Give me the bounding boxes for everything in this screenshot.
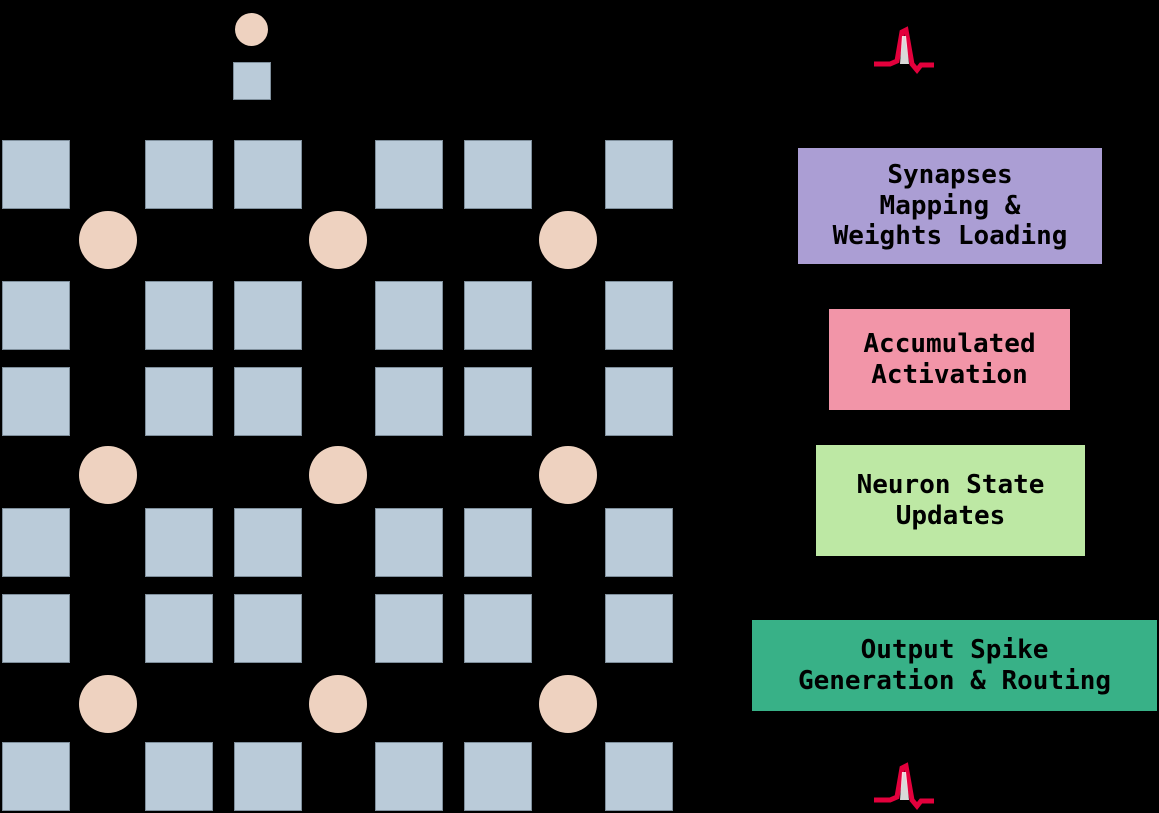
synapse-cell (234, 508, 302, 577)
synapse-cell (145, 367, 213, 436)
stage-box-neuron-state-updates[interactable]: Neuron State Updates (814, 443, 1087, 558)
synapse-cell (234, 140, 302, 209)
neuron-node (79, 211, 137, 269)
synapse-cell (605, 742, 673, 811)
synapse-cell (464, 508, 532, 577)
neuron-node (539, 446, 597, 504)
synapse-cell (375, 594, 443, 663)
synapse-cell (2, 594, 70, 663)
synapse-cell (234, 281, 302, 350)
synapse-cell (2, 281, 70, 350)
neuron-node (79, 446, 137, 504)
synapse-cell (234, 742, 302, 811)
synapse-cell (234, 594, 302, 663)
synapse-cell (145, 140, 213, 209)
head-neuron-circle (234, 12, 268, 46)
synapse-cell (375, 508, 443, 577)
synapse-cell (2, 508, 70, 577)
neuron-node (79, 675, 137, 733)
synapse-cell (234, 367, 302, 436)
synapse-cell (605, 594, 673, 663)
synapse-cell (464, 281, 532, 350)
stage-box-synapses-mapping-weights-loading[interactable]: Synapses Mapping & Weights Loading (796, 146, 1104, 266)
synapse-cell (145, 508, 213, 577)
synapse-cell (375, 742, 443, 811)
synapse-cell (464, 140, 532, 209)
synapse-cell (375, 140, 443, 209)
neuron-node (539, 675, 597, 733)
neuron-node (309, 675, 367, 733)
synapse-cell (375, 281, 443, 350)
synapse-cell (464, 594, 532, 663)
neuron-node (309, 446, 367, 504)
synapse-cell (145, 281, 213, 350)
synapse-cell (605, 367, 673, 436)
input-spike-waveform (874, 26, 934, 74)
synapse-cell (605, 281, 673, 350)
synapse-cell (145, 742, 213, 811)
neuron-node (309, 211, 367, 269)
stage-box-accumulated-activation[interactable]: Accumulated Activation (827, 307, 1072, 412)
output-spike-waveform (874, 762, 934, 810)
synapse-cell (2, 367, 70, 436)
synapse-cell (375, 367, 443, 436)
synapse-cell (605, 140, 673, 209)
stage-box-output-spike-generation-routing[interactable]: Output Spike Generation & Routing (750, 618, 1159, 713)
head-synapse-square (233, 62, 271, 100)
synapse-cell (464, 742, 532, 811)
synapse-cell (145, 594, 213, 663)
synapse-cell (2, 140, 70, 209)
synapse-cell (2, 742, 70, 811)
neuron-node (539, 211, 597, 269)
synapse-cell (464, 367, 532, 436)
synapse-cell (605, 508, 673, 577)
